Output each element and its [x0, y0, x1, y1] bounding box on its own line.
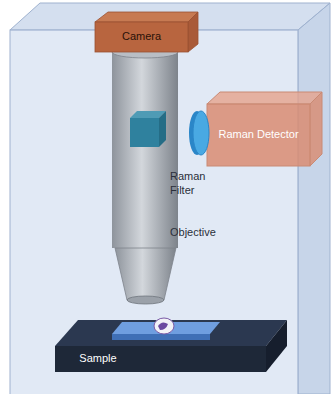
detector-side — [310, 92, 322, 166]
camera-body — [95, 22, 188, 52]
filter-side — [159, 111, 166, 147]
objective-cone — [115, 248, 176, 300]
microscope-tube — [112, 52, 178, 248]
stage-side — [266, 320, 287, 372]
detector-box: Raman Detector — [207, 104, 310, 166]
box-label: Sample — [79, 352, 116, 365]
slide-edge — [112, 334, 210, 340]
objective-tip — [127, 296, 164, 304]
objective-label: Objective — [170, 226, 216, 240]
stage-front — [55, 346, 266, 372]
box-label: Camera — [122, 30, 161, 43]
camera-top — [95, 12, 198, 22]
lens — [193, 111, 209, 155]
stage-box: Sample — [58, 346, 138, 372]
specimen-cell — [158, 322, 168, 330]
box-label: Raman Detector — [218, 128, 298, 141]
detector-body — [207, 104, 310, 166]
housing-front — [10, 30, 298, 394]
camera-box: Camera — [95, 22, 188, 52]
specimen — [154, 318, 174, 334]
detector-top — [207, 92, 322, 104]
camera-side — [188, 12, 198, 52]
filter-label: Raman Filter — [170, 170, 220, 198]
filter-cube — [130, 118, 159, 147]
housing-side — [298, 3, 330, 394]
